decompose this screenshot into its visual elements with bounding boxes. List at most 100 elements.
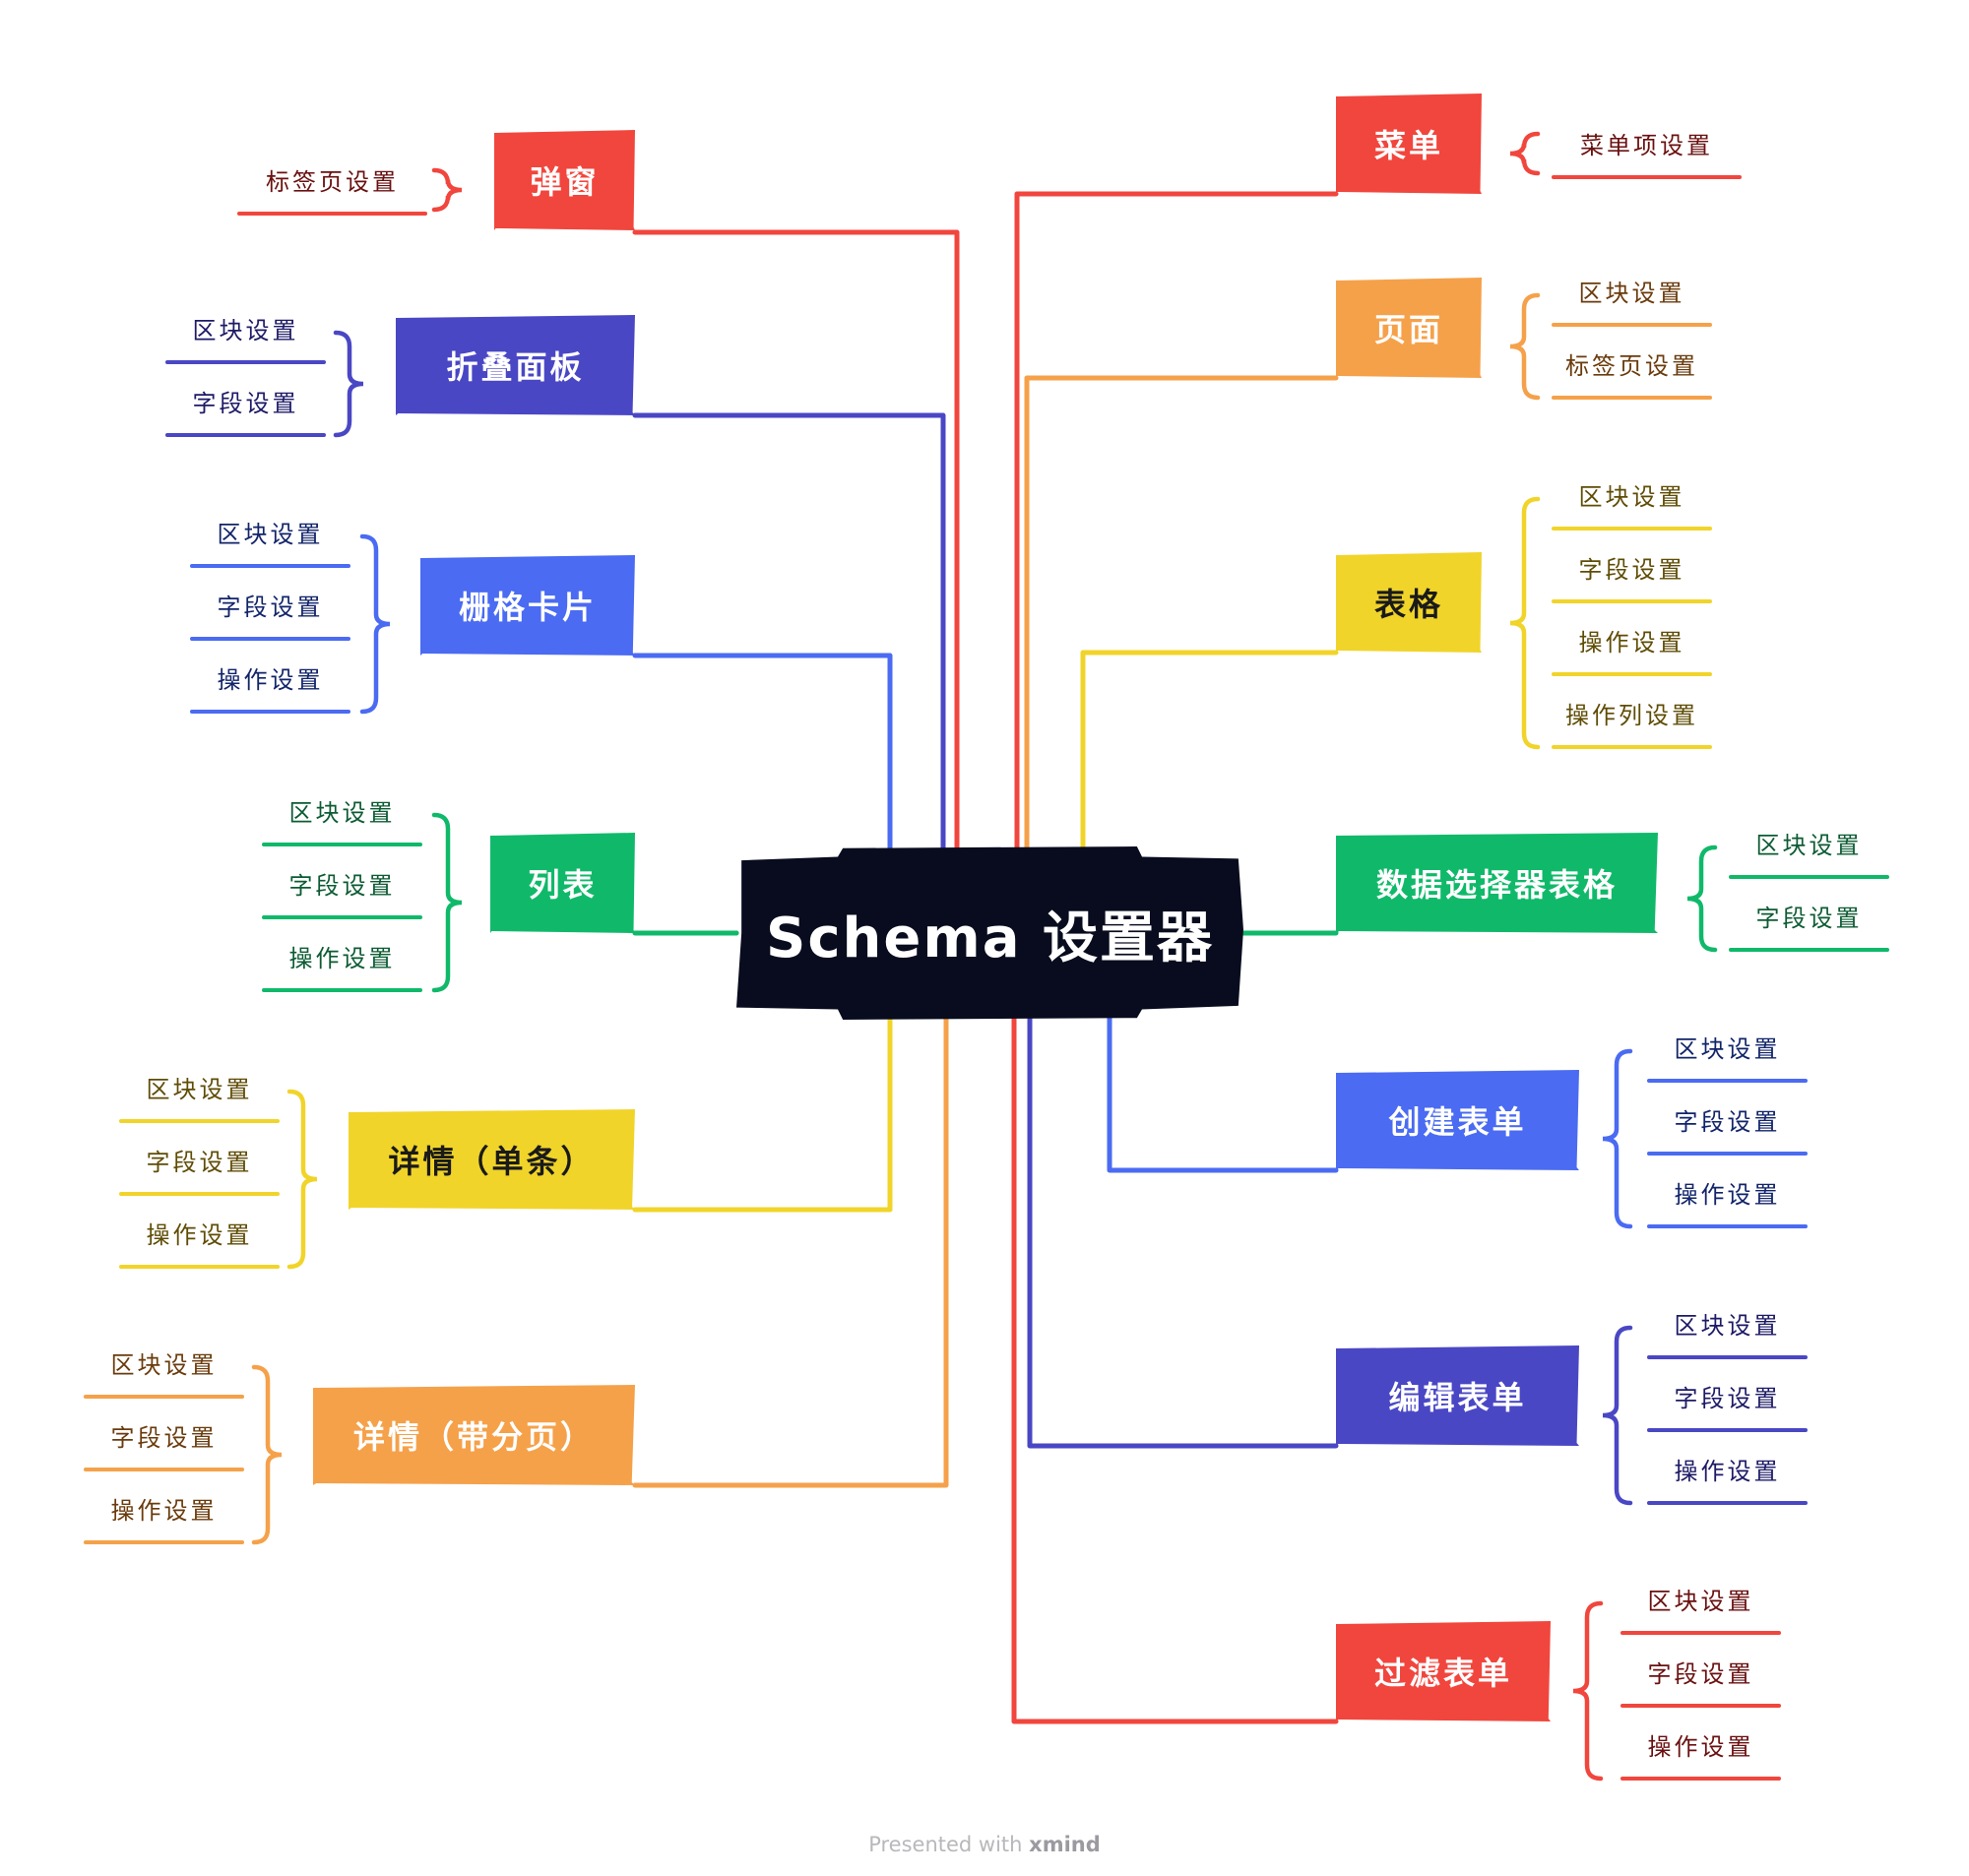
brace-data-selector-table bbox=[1686, 844, 1718, 953]
topic-data-selector-table[interactable]: 数据选择器表格 bbox=[1336, 833, 1658, 933]
subtopic-table-3[interactable]: 操作设置 bbox=[1578, 629, 1685, 657]
central-topic[interactable]: Schema 设置器 bbox=[736, 846, 1243, 1020]
brace-table bbox=[1509, 496, 1541, 750]
brace-gridcard bbox=[359, 533, 391, 715]
subtopic-popup-1-underline bbox=[237, 212, 427, 216]
subtopic-table-3-underline bbox=[1552, 672, 1712, 676]
subtopic-collapse-2-underline bbox=[165, 433, 326, 437]
connector-collapse bbox=[632, 412, 946, 851]
subtopic-page-1[interactable]: 区块设置 bbox=[1578, 280, 1685, 307]
connector-page bbox=[1024, 375, 1339, 851]
topic-create-form-label: 创建表单 bbox=[1388, 1103, 1527, 1141]
subtopic-edit-form-3[interactable]: 操作设置 bbox=[1674, 1458, 1781, 1485]
subtopic-gridcard-3-underline bbox=[190, 710, 350, 714]
connector-gridcard bbox=[632, 653, 893, 851]
topic-page[interactable]: 页面 bbox=[1336, 278, 1482, 378]
subtopic-filter-form-3-underline bbox=[1620, 1777, 1781, 1781]
topic-filter-form-label: 过滤表单 bbox=[1373, 1655, 1512, 1692]
topic-table-label: 表格 bbox=[1373, 586, 1443, 623]
topic-gridcard[interactable]: 栅格卡片 bbox=[420, 555, 635, 656]
subtopic-page-2[interactable]: 标签页设置 bbox=[1565, 352, 1698, 380]
subtopic-gridcard-3[interactable]: 操作设置 bbox=[217, 666, 324, 694]
topic-list[interactable]: 列表 bbox=[490, 833, 635, 933]
subtopic-edit-form-1[interactable]: 区块设置 bbox=[1674, 1312, 1781, 1340]
connector-create-form bbox=[1107, 1015, 1339, 1173]
subtopic-table-1[interactable]: 区块设置 bbox=[1578, 483, 1685, 511]
topic-detail-single-label: 详情（单条） bbox=[388, 1143, 596, 1180]
topic-gridcard-label: 栅格卡片 bbox=[458, 589, 597, 626]
topic-page-label: 页面 bbox=[1373, 311, 1443, 348]
subtopic-filter-form-3[interactable]: 操作设置 bbox=[1647, 1733, 1754, 1761]
topic-edit-form-label: 编辑表单 bbox=[1388, 1379, 1527, 1416]
topic-edit-form[interactable]: 编辑表单 bbox=[1336, 1345, 1579, 1446]
subtopic-table-2[interactable]: 字段设置 bbox=[1578, 556, 1685, 584]
topic-filter-form[interactable]: 过滤表单 bbox=[1336, 1621, 1551, 1721]
connector-menu bbox=[1014, 191, 1339, 851]
topic-create-form[interactable]: 创建表单 bbox=[1336, 1070, 1579, 1170]
brace-list bbox=[431, 812, 463, 993]
subtopic-gridcard-1[interactable]: 区块设置 bbox=[217, 521, 324, 548]
brace-create-form bbox=[1602, 1048, 1633, 1229]
brace-detail-tabs bbox=[251, 1364, 283, 1545]
subtopic-create-form-3[interactable]: 操作设置 bbox=[1674, 1181, 1781, 1209]
topic-collapse-label: 折叠面板 bbox=[446, 348, 585, 386]
subtopic-detail-single-1[interactable]: 区块设置 bbox=[146, 1076, 253, 1103]
topic-detail-tabs-label: 详情（带分页） bbox=[352, 1418, 595, 1456]
subtopic-create-form-3-underline bbox=[1647, 1224, 1808, 1228]
connector-filter-form bbox=[1011, 1015, 1339, 1724]
subtopic-page-2-underline bbox=[1552, 396, 1712, 400]
subtopic-detail-single-2[interactable]: 字段设置 bbox=[146, 1149, 253, 1176]
subtopic-filter-form-2[interactable]: 字段设置 bbox=[1647, 1660, 1754, 1688]
brace-menu bbox=[1509, 131, 1541, 176]
subtopic-detail-single-3-underline bbox=[119, 1265, 280, 1269]
subtopic-detail-tabs-3[interactable]: 操作设置 bbox=[110, 1497, 218, 1525]
subtopic-edit-form-2[interactable]: 字段设置 bbox=[1674, 1385, 1781, 1412]
subtopic-table-4[interactable]: 操作列设置 bbox=[1565, 702, 1698, 729]
subtopic-create-form-2[interactable]: 字段设置 bbox=[1674, 1108, 1781, 1136]
subtopic-collapse-1-underline bbox=[165, 360, 326, 364]
subtopic-data-selector-table-2-underline bbox=[1729, 948, 1889, 952]
subtopic-collapse-2[interactable]: 字段设置 bbox=[192, 390, 299, 417]
connector-popup bbox=[632, 229, 960, 851]
subtopic-create-form-1[interactable]: 区块设置 bbox=[1674, 1035, 1781, 1063]
subtopic-data-selector-table-1[interactable]: 区块设置 bbox=[1755, 832, 1863, 859]
topic-popup[interactable]: 弹窗 bbox=[494, 130, 635, 230]
subtopic-data-selector-table-2[interactable]: 字段设置 bbox=[1755, 905, 1863, 932]
subtopic-list-2-underline bbox=[262, 915, 422, 919]
subtopic-detail-single-3[interactable]: 操作设置 bbox=[146, 1221, 253, 1249]
subtopic-collapse-1[interactable]: 区块设置 bbox=[192, 317, 299, 344]
subtopic-gridcard-2[interactable]: 字段设置 bbox=[217, 594, 324, 621]
subtopic-create-form-1-underline bbox=[1647, 1079, 1808, 1083]
subtopic-list-2[interactable]: 字段设置 bbox=[288, 872, 396, 900]
footer-prefix: Presented with bbox=[868, 1833, 1023, 1856]
topic-table[interactable]: 表格 bbox=[1336, 552, 1482, 653]
subtopic-list-1[interactable]: 区块设置 bbox=[288, 799, 396, 827]
subtopic-list-3[interactable]: 操作设置 bbox=[288, 945, 396, 972]
brace-edit-form bbox=[1602, 1325, 1633, 1506]
subtopic-page-1-underline bbox=[1552, 323, 1712, 327]
brace-popup bbox=[431, 167, 463, 213]
subtopic-detail-tabs-2[interactable]: 字段设置 bbox=[110, 1424, 218, 1452]
connector-detail-tabs bbox=[632, 1015, 949, 1488]
subtopic-menu-1[interactable]: 菜单项设置 bbox=[1580, 132, 1713, 159]
topic-detail-single[interactable]: 详情（单条） bbox=[349, 1109, 635, 1210]
topic-collapse[interactable]: 折叠面板 bbox=[396, 315, 635, 415]
subtopic-list-3-underline bbox=[262, 988, 422, 992]
footer-brand: xmind bbox=[1029, 1833, 1101, 1856]
topic-popup-label: 弹窗 bbox=[530, 163, 600, 201]
subtopic-popup-1[interactable]: 标签页设置 bbox=[266, 168, 399, 196]
subtopic-detail-tabs-1[interactable]: 区块设置 bbox=[110, 1351, 218, 1379]
brace-page bbox=[1509, 292, 1541, 401]
subtopic-detail-single-2-underline bbox=[119, 1192, 280, 1196]
subtopic-edit-form-1-underline bbox=[1647, 1355, 1808, 1359]
topic-menu[interactable]: 菜单 bbox=[1336, 94, 1482, 194]
footer-credit: Presented with xmind bbox=[0, 1833, 1969, 1856]
central-topic-label: Schema 设置器 bbox=[765, 906, 1214, 970]
topic-detail-tabs[interactable]: 详情（带分页） bbox=[313, 1385, 635, 1485]
subtopic-filter-form-1[interactable]: 区块设置 bbox=[1647, 1588, 1754, 1615]
topic-data-selector-table-label: 数据选择器表格 bbox=[1375, 866, 1618, 904]
connector-edit-form bbox=[1027, 1015, 1339, 1449]
subtopic-list-1-underline bbox=[262, 843, 422, 846]
